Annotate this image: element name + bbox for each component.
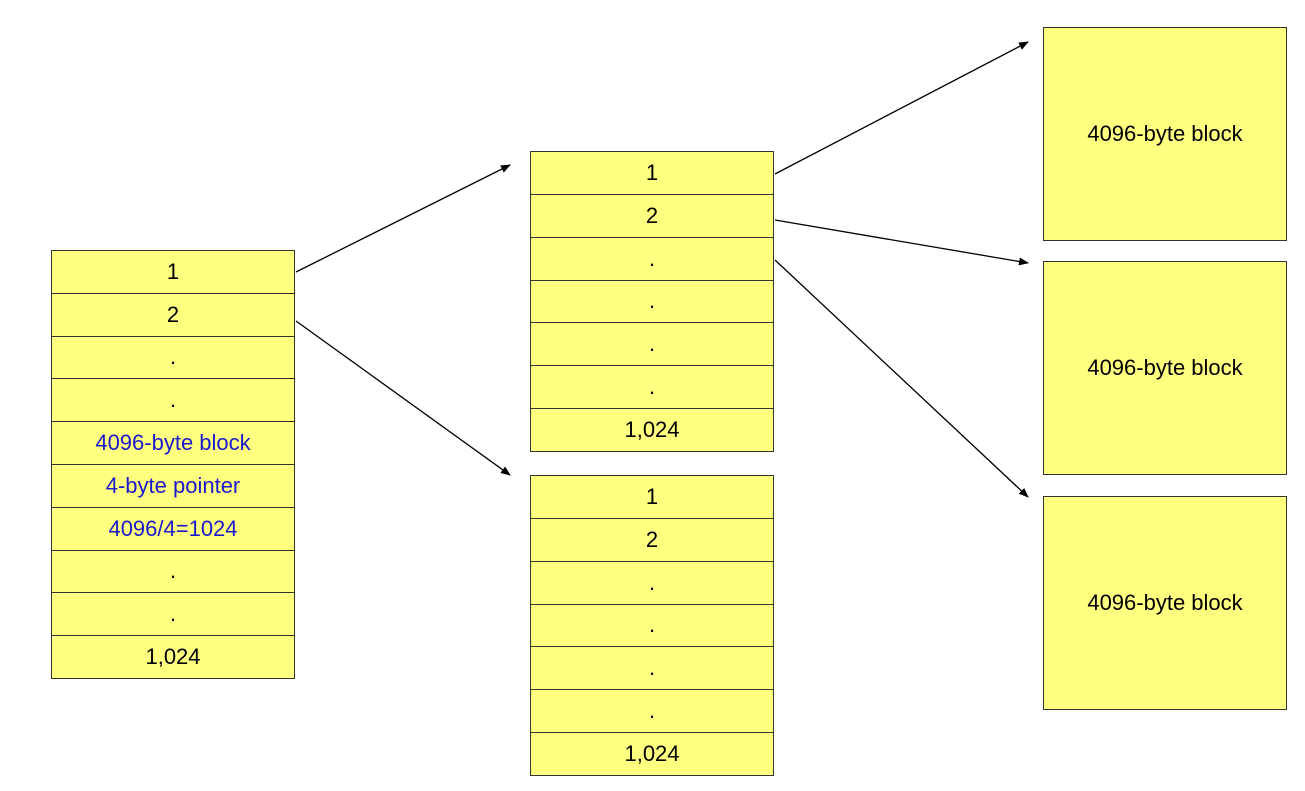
table-row: . xyxy=(51,378,295,423)
table-row: . xyxy=(530,322,774,367)
table-row: . xyxy=(530,279,774,324)
table-row: . xyxy=(530,560,774,605)
data-block-1: 4096-byte block xyxy=(1043,27,1287,241)
table-row: . xyxy=(51,549,295,594)
table-row: 2 xyxy=(530,193,774,238)
table-row: . xyxy=(530,365,774,410)
table-row: . xyxy=(51,335,295,380)
arrow-row1-to-upper-table xyxy=(295,164,511,273)
data-block-2: 4096-byte block xyxy=(1043,261,1287,475)
arrow-upper-row2-to-block2 xyxy=(774,219,1029,266)
table-row: . xyxy=(530,646,774,691)
table-row: 1 xyxy=(51,250,295,294)
data-block-3: 4096-byte block xyxy=(1043,496,1287,710)
table-row: 1,024 xyxy=(51,635,295,679)
table-row: 1 xyxy=(530,475,774,519)
table-row: . xyxy=(530,689,774,734)
table-row: 2 xyxy=(51,292,295,337)
arrow-upper-row1-to-block1 xyxy=(774,41,1029,175)
table-row: . xyxy=(530,603,774,648)
table-row: 4-byte pointer xyxy=(51,464,295,508)
table-row: 1,024 xyxy=(530,732,774,776)
table-row: 4096-byte block xyxy=(51,421,295,465)
table-row: 2 xyxy=(530,517,774,562)
arrow-row2-to-lower-table xyxy=(295,320,511,476)
table-row: . xyxy=(51,592,295,637)
table-row: 1,024 xyxy=(530,408,774,452)
table-row: 1 xyxy=(530,151,774,195)
table-row: 4096/4=1024 xyxy=(51,506,295,551)
arrow-upper-row3-to-block3 xyxy=(774,259,1029,498)
table-row: . xyxy=(530,236,774,281)
